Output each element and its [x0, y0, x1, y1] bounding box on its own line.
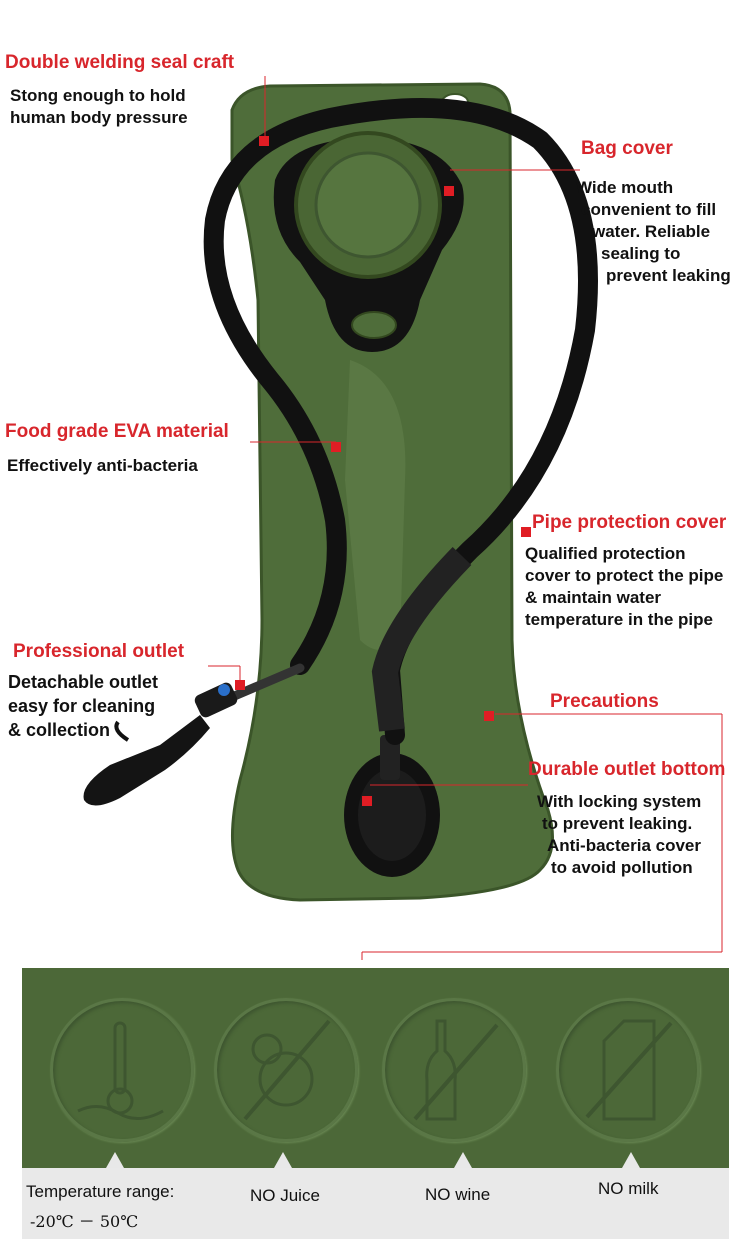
- food-title: Food grade EVA material: [5, 421, 229, 442]
- pipe-line-1: Qualified protection: [525, 544, 686, 563]
- cover-title: Bag cover: [581, 138, 673, 159]
- outlet-line-3: & collection: [8, 720, 111, 740]
- hydration-bladder-illustration: [83, 76, 723, 960]
- weld-desc: Stong enough to hold human body pressure: [10, 85, 188, 129]
- food-marker: [331, 442, 341, 452]
- milk-pointer: [622, 1152, 640, 1168]
- pipe-title: Pipe protection cover: [532, 512, 727, 533]
- temperature-icon: [50, 998, 194, 1142]
- temp-caption: Temperature range:: [26, 1182, 175, 1201]
- cover-desc: Wide mouth convenient to fill water. Rel…: [576, 177, 731, 287]
- outlet-title: Professional outlet: [13, 641, 185, 662]
- drink-hose: [203, 98, 598, 745]
- bladder-highlight: [345, 360, 406, 650]
- pipe-marker: [521, 527, 531, 537]
- caption-strip: [22, 1152, 729, 1239]
- outlet-desc: Detachable outlet easy for cleaning & co…: [8, 670, 158, 742]
- weld-title: Double welding seal craft: [5, 52, 235, 73]
- juice-pointer: [274, 1152, 292, 1168]
- temp-pointer: [106, 1152, 124, 1168]
- food-desc: Effectively anti-bacteria: [7, 456, 198, 475]
- cover-line-5: prevent leaking: [606, 266, 731, 285]
- bottom-marker: [362, 796, 372, 806]
- outlet-marker: [235, 680, 245, 690]
- pipe-line-4: temperature in the pipe: [525, 610, 713, 629]
- pipe-line-2: cover to protect the pipe: [525, 566, 724, 585]
- no-milk-icon: [556, 998, 700, 1142]
- cover-line-1: Wide mouth: [576, 178, 674, 197]
- temp-range: -20℃ － 50℃: [30, 1212, 139, 1231]
- cover-line-4: sealing to: [601, 244, 681, 263]
- bite-valve-tube: [220, 663, 305, 705]
- weld-line-2: human body pressure: [10, 108, 188, 127]
- precautions-panel: [22, 968, 729, 1168]
- bite-valve: [83, 715, 210, 806]
- pipe-desc: Qualified protection cover to protect th…: [525, 543, 723, 631]
- juice-caption: NO Juice: [250, 1186, 320, 1205]
- cover-line-3: water. Reliable: [592, 222, 711, 241]
- cover-line-2: convenient to fill: [581, 200, 717, 219]
- bottom-line-1: With locking system: [537, 792, 702, 811]
- pipe-line-3: & maintain water: [525, 588, 662, 607]
- no-juice-icon: [214, 998, 358, 1142]
- bottom-line-2: to prevent leaking.: [542, 814, 693, 833]
- bottom-title: Durable outlet bottom: [528, 759, 726, 780]
- wine-caption: NO wine: [425, 1185, 491, 1204]
- precautions-title: Precautions: [550, 691, 659, 712]
- precautions-marker: [484, 711, 494, 721]
- no-wine-icon: [382, 998, 526, 1142]
- weld-line-1: Stong enough to hold: [10, 86, 186, 105]
- outlet-line-1: Detachable outlet: [8, 672, 159, 692]
- outlet-line-2: easy for cleaning: [8, 696, 156, 716]
- cover-marker: [444, 186, 454, 196]
- bottom-desc: With locking system to prevent leaking. …: [537, 791, 701, 879]
- wine-pointer: [454, 1152, 472, 1168]
- milk-caption: NO milk: [598, 1179, 659, 1198]
- bottom-line-4: to avoid pollution: [551, 858, 693, 877]
- weld-marker: [259, 136, 269, 146]
- bottom-line-3: Anti-bacteria cover: [547, 836, 701, 855]
